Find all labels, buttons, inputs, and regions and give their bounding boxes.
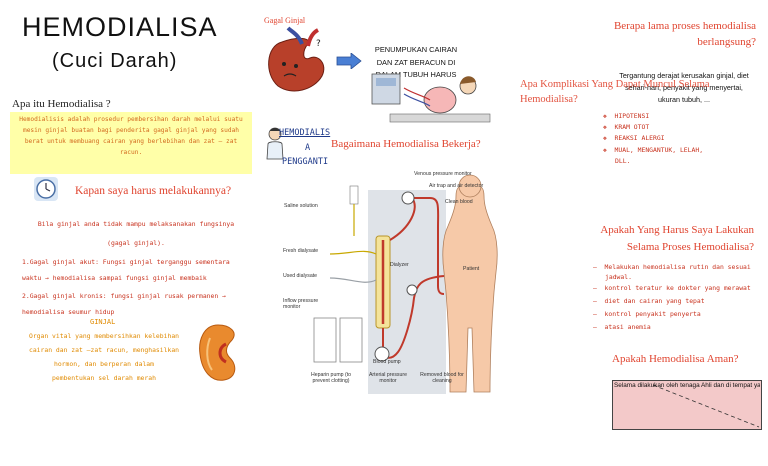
hemodialisa-label-2: A bbox=[305, 143, 311, 153]
label-inflow: Inflow pressure monitor bbox=[283, 298, 319, 310]
patient-in-bed-illustration bbox=[370, 70, 510, 132]
todo-item: – Melakukan hemodialisa rutin dan sesuai… bbox=[593, 263, 751, 281]
label-fresh: Fresh dialysate bbox=[283, 248, 319, 254]
todo-item: – diet dan cairan yang tepat bbox=[593, 297, 705, 305]
label-clean-blood: Clean blood bbox=[445, 199, 473, 205]
label-removed: Removed blood for cleaning bbox=[420, 372, 464, 384]
duration-heading: Berapa lama proses hemodialisa berlangsu… bbox=[613, 20, 756, 48]
label-patient: Patient bbox=[463, 266, 480, 272]
clock-icon bbox=[33, 176, 59, 202]
complication-item: ❖ MUAL, MENGANTUK, LELAH, DLL. bbox=[603, 146, 704, 165]
when-line-2: (gagal ginjal). bbox=[107, 239, 165, 247]
complications-list: ❖ HIPOTENSI ❖ KRAM OTOT ❖ REAKSI ALERGI … bbox=[603, 112, 713, 167]
ginjal-line-2: cairan dan zat –zat racun, menghasilkan bbox=[28, 346, 180, 354]
page-subtitle: (Cuci Darah) bbox=[52, 50, 178, 72]
todo-heading: Apakah Yang Harus Saya Lakukan Selama Pr… bbox=[600, 224, 754, 253]
safe-heading: Apakah Hemodialisa Aman? bbox=[612, 353, 739, 365]
svg-text:?: ? bbox=[316, 39, 321, 49]
duration-text: Tergantung derajat kerusakan ginjal, die… bbox=[619, 71, 749, 104]
page-title: HEMODIALISA bbox=[22, 12, 218, 42]
sick-kidney-illustration: ? bbox=[262, 24, 334, 96]
when-heading: Kapan saya harus melakukannya? bbox=[75, 185, 232, 197]
dialysis-diagram bbox=[280, 168, 510, 396]
complication-item: ❖ HIPOTENSI bbox=[603, 112, 650, 120]
hemodialisa-label-3: PENGGANTI bbox=[282, 157, 329, 167]
intro-heading: Apa itu Hemodialisa ? bbox=[12, 98, 111, 110]
complications-heading: Apa Komplikasi Yang Dapat Muncul Selama … bbox=[520, 79, 710, 105]
intro-box bbox=[10, 112, 252, 174]
todo-item: – kontrol teratur ke dokter yang merawat bbox=[593, 284, 751, 292]
complication-item: ❖ KRAM OTOT bbox=[603, 123, 650, 131]
label-saline: Saline solution bbox=[284, 203, 318, 209]
hemodialisa-label-1: HEMODIALIS bbox=[279, 128, 331, 138]
when-line-3: 1.Gagal ginjal akut: Fungsi ginjal terga… bbox=[22, 258, 230, 266]
label-dialyzer: Dialyzer bbox=[390, 262, 409, 268]
label-heparin: Heparin pump (to prevent clotting) bbox=[310, 372, 352, 384]
safe-box bbox=[612, 380, 762, 430]
penumpukan-text: PENUMPUKAN CAIRAN DAN ZAT BERACUN DI DAL… bbox=[374, 45, 458, 79]
when-line-5: 2.Gagal ginjal kronis: fungsi ginjal rus… bbox=[22, 292, 226, 300]
label-venous-monitor: Venous pressure monitor bbox=[414, 171, 472, 177]
when-line-4: waktu → hemodialisa sampai fungsi ginjal… bbox=[22, 274, 207, 282]
when-line-6: hemodialisa seumur hidup bbox=[22, 308, 115, 316]
todo-list: – Melakukan hemodialisa rutin dan sesuai… bbox=[593, 262, 763, 331]
label-air-trap: Air trap and air detector bbox=[429, 183, 484, 189]
doctor-icon bbox=[264, 126, 286, 160]
ginjal-line-3: hormon, dan berperan dalam bbox=[53, 360, 155, 368]
label-arterial: Arterial pressure monitor bbox=[368, 372, 408, 384]
intro-text: Hemodialisis adalah prosedur pembersihan… bbox=[19, 116, 243, 156]
complication-item: ❖ REAKSI ALERGI bbox=[603, 134, 665, 142]
safe-text: Selama dilakukan oleh tenaga Ahli dan di… bbox=[614, 382, 760, 389]
label-blood-pump: Blood pump bbox=[373, 359, 401, 365]
ginjal-heading: GINJAL bbox=[90, 318, 116, 326]
ginjal-line-1: Organ vital yang membersihkan kelebihan bbox=[28, 332, 180, 340]
todo-item: – atasi anemia bbox=[593, 323, 651, 331]
arrow-right-icon bbox=[336, 52, 362, 70]
ginjal-line-4: pembentukan sel darah merah bbox=[52, 374, 156, 382]
when-line-1: Bila ginjal anda tidak mampu melaksanaka… bbox=[37, 220, 235, 228]
gagal-ginjal-label: Gagal Ginjal bbox=[264, 16, 306, 25]
label-used: Used dialysate bbox=[283, 273, 318, 279]
todo-item: – kontrol penyakit penyerta bbox=[593, 310, 701, 318]
how-heading: Bagaimana Hemodialisa Bekerja? bbox=[331, 138, 481, 150]
kidney-illustration bbox=[196, 322, 240, 384]
